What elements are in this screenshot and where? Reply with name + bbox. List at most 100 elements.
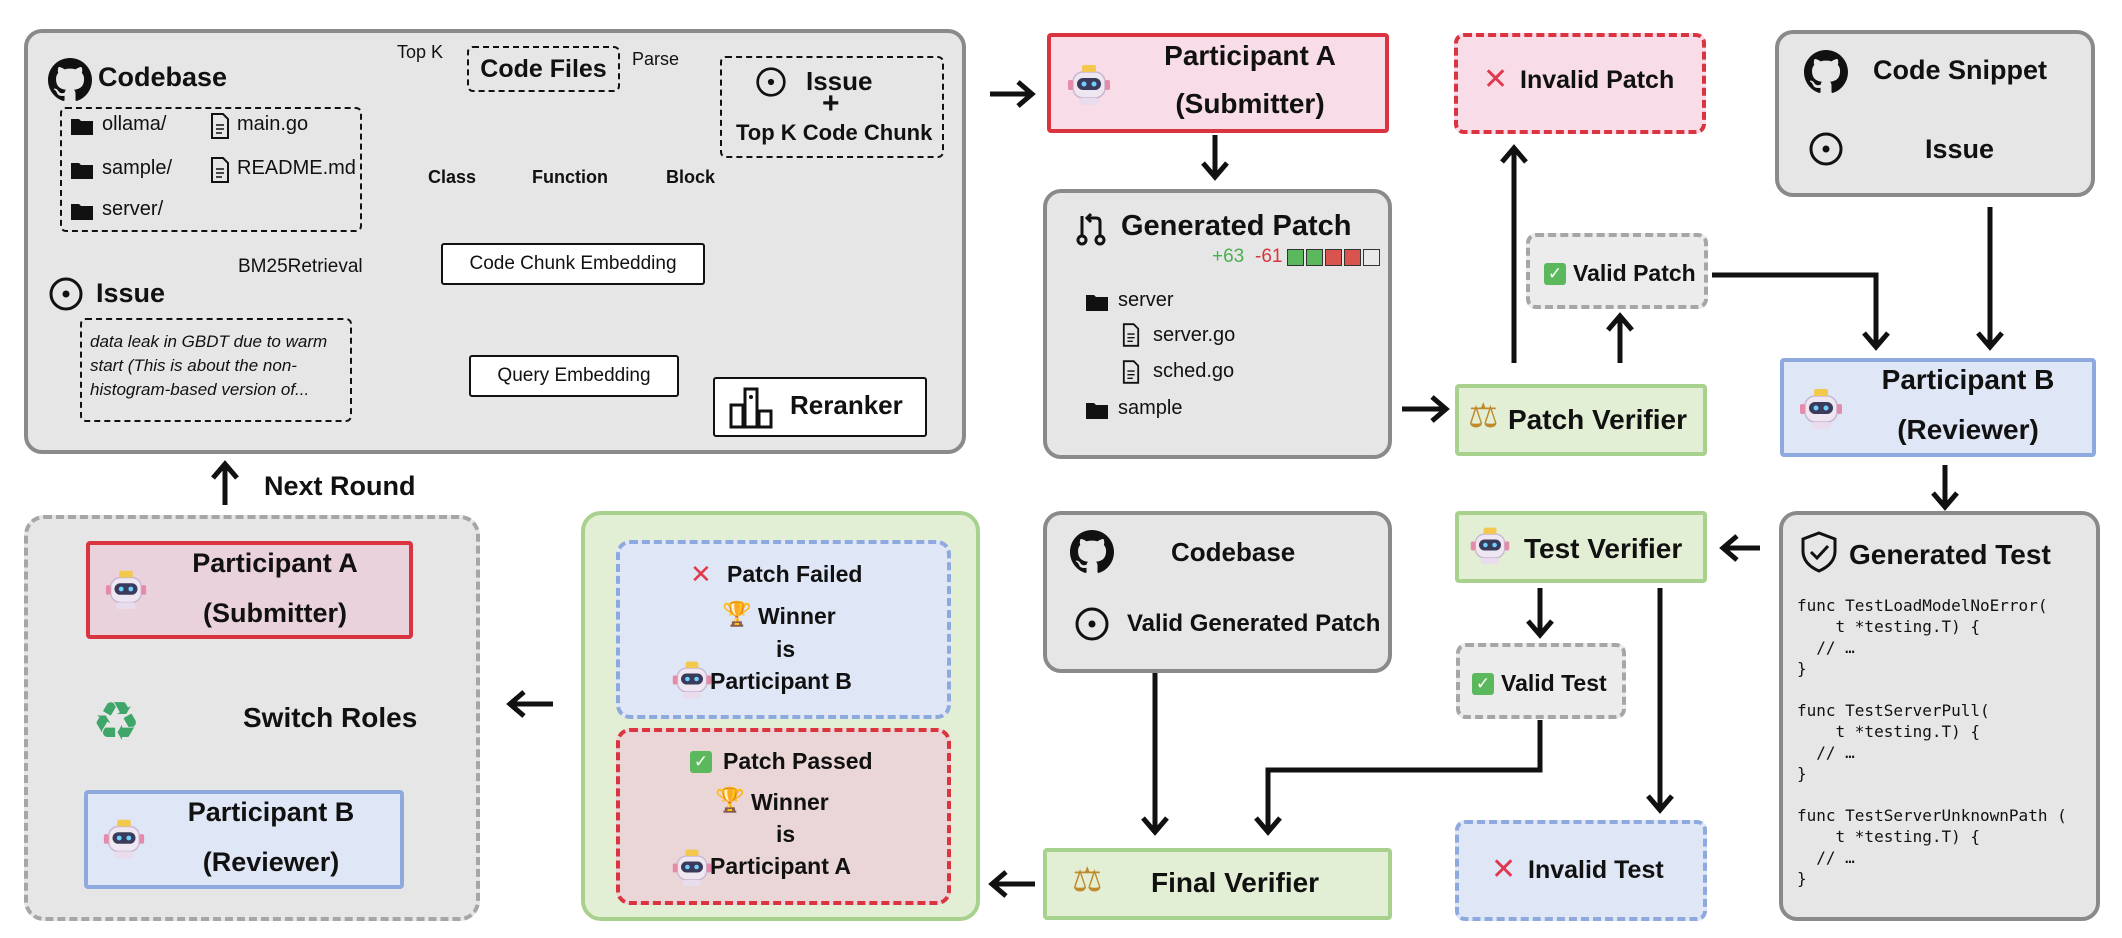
folder-icon	[1086, 403, 1108, 419]
issue-text-box	[80, 318, 352, 422]
invalid-patch-box	[1454, 33, 1706, 134]
folder-icon	[71, 163, 93, 179]
robot-icon	[1797, 384, 1845, 432]
reranker-label: Reranker	[790, 390, 903, 420]
test-verifier-label: Test Verifier	[1524, 533, 1683, 564]
generated-patch-title: Generated Patch	[1121, 210, 1352, 242]
code-files-box: Code Files	[467, 46, 620, 92]
codebase-box-title: Codebase	[1171, 537, 1296, 567]
github-icon	[1804, 50, 1848, 93]
code-chunk-embedding-box: Code Chunk Embedding	[441, 243, 705, 285]
check-icon: ✓	[690, 751, 712, 773]
chunk-type-function: Function	[532, 167, 608, 187]
final-verifier-box	[1043, 848, 1392, 920]
file-icon	[1122, 323, 1140, 347]
is-label: is	[776, 636, 796, 662]
robot-icon	[670, 657, 714, 701]
codebase-patch-panel	[1043, 511, 1392, 673]
github-icon	[48, 58, 92, 101]
valid-test-label: Valid Test	[1501, 670, 1607, 696]
issue-icon	[1809, 132, 1843, 166]
invalid-test-label: Invalid Test	[1528, 856, 1664, 884]
diffstat-square	[1306, 249, 1323, 266]
invalid-patch-label: Invalid Patch	[1520, 66, 1675, 94]
file-entry: server/	[102, 198, 164, 220]
patch-passed-label: Patch Passed	[723, 748, 873, 774]
file-entry: sample/	[102, 157, 173, 179]
diffstat-square	[1287, 249, 1304, 266]
folder-icon	[1086, 295, 1108, 311]
parse-label: Parse	[632, 49, 680, 69]
issue-icon	[49, 277, 83, 311]
folder-icon	[71, 119, 93, 135]
topk-label: Top K	[397, 42, 444, 62]
issue-icon	[1075, 607, 1109, 641]
invalid-test-box	[1455, 820, 1707, 921]
file-icon	[211, 157, 229, 183]
tree-entry: server	[1118, 289, 1174, 311]
issue-icon	[756, 67, 786, 97]
valid-generated-patch-label: Valid Generated Patch	[1127, 610, 1381, 637]
switch-participant-b-role: (Reviewer)	[202, 847, 340, 877]
pull-request-icon	[1076, 212, 1106, 246]
winner-label: Winner	[751, 789, 829, 815]
robot-icon	[101, 815, 147, 861]
patch-verifier-box	[1455, 384, 1707, 456]
balance-scale-icon: ⚖	[1072, 861, 1103, 899]
switch-roles-label: Switch Roles	[243, 702, 418, 733]
cross-icon: ✕	[1483, 63, 1509, 96]
issue-box-subtitle: Top K Code Chunk	[736, 120, 933, 145]
patch-passed-box	[616, 728, 951, 905]
github-icon	[1070, 530, 1114, 573]
query-embedding-box: Query Embedding	[469, 355, 679, 397]
switch-participant-a-role: (Submitter)	[203, 598, 347, 628]
next-round-label: Next Round	[264, 471, 416, 501]
file-list-box	[60, 107, 362, 232]
diffstat-square	[1325, 249, 1342, 266]
issue-text-line: start (This is about the non-	[90, 356, 297, 375]
issue-box-plus: +	[822, 87, 840, 120]
participant-a-name: Participant A	[1164, 40, 1336, 71]
shield-icon	[1801, 531, 1837, 573]
valid-patch-label: Valid Patch	[1573, 260, 1696, 286]
participant-b-name: Participant B	[1881, 364, 2055, 395]
issue-text-line: data leak in GBDT due to warm	[90, 332, 328, 351]
code-files-label: Code Files	[480, 54, 607, 83]
tree-entry: sched.go	[1153, 360, 1235, 382]
final-verifier-label: Final Verifier	[1151, 867, 1320, 898]
diff-removed: -61	[1255, 246, 1283, 267]
file-entry: main.go	[237, 113, 309, 135]
chunk-type-class: Class	[428, 167, 477, 187]
issue-text-line: histogram-based version of...	[90, 380, 310, 399]
switch-participant-a-name: Participant A	[192, 548, 358, 578]
file-entry: README.md	[237, 157, 356, 179]
tree-entry: sample	[1118, 397, 1183, 419]
balance-scale-icon: ⚖	[1468, 397, 1499, 435]
file-entry: ollama/	[102, 113, 167, 135]
generated-test-panel	[1779, 511, 2100, 921]
codebase-title: Codebase	[98, 62, 228, 92]
recycle-icon: ♻	[92, 692, 141, 752]
tree-entry: server.go	[1153, 324, 1236, 346]
diff-added: +63	[1212, 246, 1245, 267]
robot-icon	[1065, 60, 1113, 108]
participant-b-role: (Reviewer)	[1897, 414, 2039, 445]
bm25-label: BM25Retrieval	[238, 256, 363, 277]
patch-failed-box	[616, 540, 951, 719]
issue-title: Issue	[96, 278, 166, 308]
participant-a-role: (Submitter)	[1175, 88, 1325, 119]
file-icon	[1122, 360, 1140, 384]
code-snippet-issue: Issue	[1925, 134, 1995, 164]
code-snippet-title: Code Snippet	[1873, 55, 2047, 85]
diffstat-bar	[1287, 249, 1380, 266]
robot-icon	[1468, 523, 1512, 567]
chunk-type-block: Block	[666, 167, 716, 187]
patch-verifier-label: Patch Verifier	[1508, 404, 1687, 435]
diffstat-square	[1363, 249, 1380, 266]
bar-chart-icon	[729, 387, 773, 429]
issue-box-title: Issue	[806, 66, 873, 96]
robot-icon	[670, 845, 714, 889]
is-label: is	[776, 821, 796, 847]
winner-participant-b: Participant B	[710, 668, 852, 694]
winner-label: Winner	[758, 603, 836, 629]
